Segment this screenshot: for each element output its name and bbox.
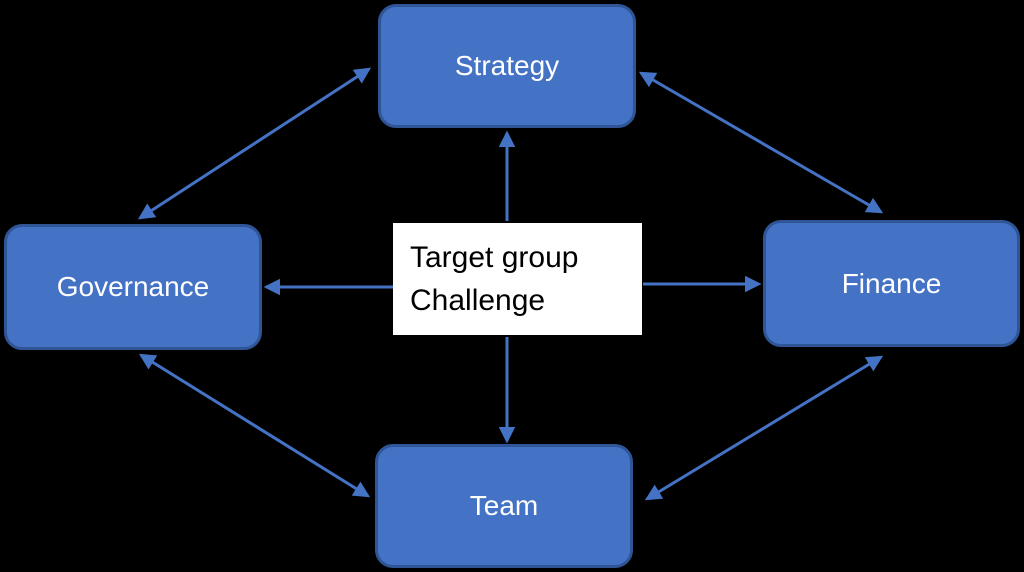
node-team-label: Team	[469, 490, 539, 521]
node-strategy: Strategy	[378, 4, 636, 128]
center-label-line1: Target group	[410, 241, 579, 274]
node-finance: Finance	[763, 220, 1020, 347]
center-label-line2: Challenge	[410, 284, 546, 317]
node-team: Team	[375, 444, 633, 568]
node-finance-label: Finance	[841, 267, 942, 299]
node-strategy-label: Strategy	[454, 50, 560, 81]
center-label-box: Target group Challenge	[393, 223, 642, 335]
edge-strategy-finance	[638, 71, 884, 214]
edge-governance-team	[138, 353, 371, 498]
node-governance: Governance	[4, 224, 262, 350]
edge-strategy-governance	[137, 67, 372, 220]
edge-team-finance	[644, 355, 884, 501]
node-governance-label: Governance	[56, 271, 210, 302]
